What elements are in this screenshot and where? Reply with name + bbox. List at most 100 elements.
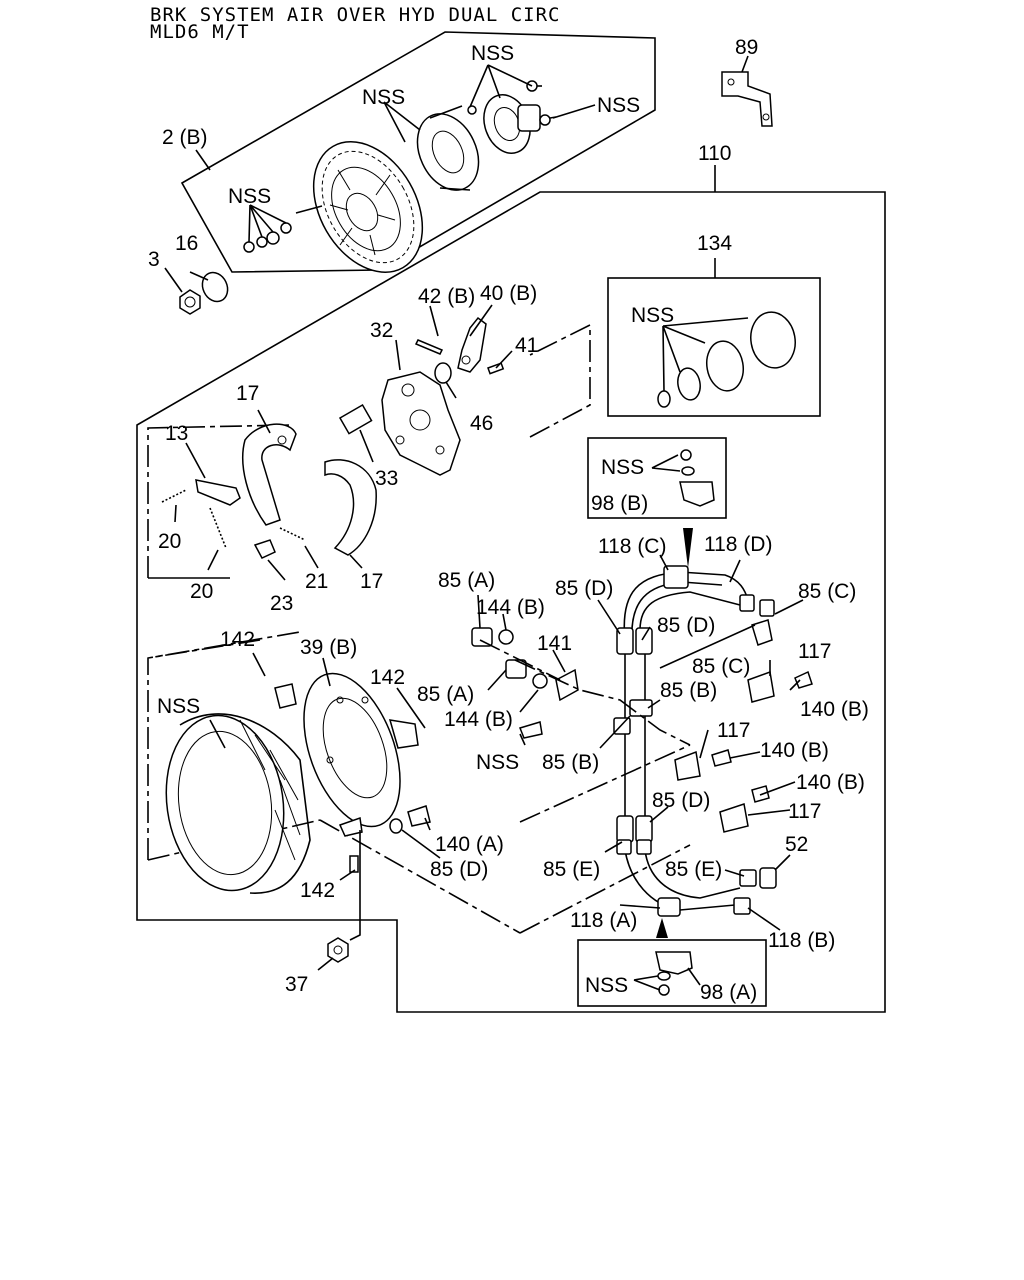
clip-box-98b — [587, 437, 727, 568]
brake-shoe-lower — [324, 459, 377, 556]
callout-52: 85 (D) — [430, 858, 488, 881]
spring-20-upper — [161, 489, 187, 503]
callout-140b-2: 140 (B) — [760, 739, 829, 762]
washer-52 — [389, 818, 403, 834]
bracket-89 — [721, 55, 773, 127]
stud-142 — [349, 855, 359, 873]
callout-16: 16 — [175, 232, 198, 255]
callout-3: 3 — [148, 248, 160, 271]
callout-117c: 117 — [788, 800, 821, 823]
arrow-down-98b — [683, 528, 693, 568]
callout-85e-1: 85 (E) — [665, 858, 722, 881]
washer-46 — [434, 362, 452, 384]
anchor-plate-32 — [381, 371, 461, 476]
callout-142c: 142 — [300, 879, 335, 902]
callout-118b: 118 (B) — [768, 929, 835, 952]
fitting-85e-1 — [739, 869, 757, 887]
o-ring-16 — [201, 271, 229, 303]
callout-85a-1: 85 (A) — [438, 569, 495, 592]
callout-142a: 142 — [220, 628, 255, 651]
link-13 — [195, 479, 241, 506]
callout-85d-4: 85 (E) — [543, 858, 600, 881]
callout-41: 41 — [515, 334, 538, 357]
callout-110: 110 — [698, 142, 731, 165]
callout-85c-1: 85 (C) — [798, 580, 856, 603]
callout-40b: 40 (B) — [480, 282, 537, 305]
callout-85b-1: 85 (B) — [660, 679, 717, 702]
callout-37: 37 — [285, 973, 308, 996]
callout-118d: 118 (D) — [704, 533, 772, 556]
shoe-group-dashed-frame — [147, 323, 591, 578]
hub-assembly-group — [164, 31, 656, 315]
callout-2b: 2 (B) — [162, 126, 208, 149]
callout-21: 21 — [305, 570, 328, 593]
pipe-fittings — [613, 594, 777, 915]
callout-85c-2: 85 (C) — [692, 655, 750, 678]
bolt-140a — [407, 805, 431, 827]
callout-144b-2: 144 (B) — [444, 708, 513, 731]
pipe-clip-lower — [657, 897, 681, 917]
callout-118c: 118 (C) — [598, 535, 666, 558]
callout-85a-2: 85 (A) — [417, 683, 474, 706]
callout-39b: 39 (B) — [300, 636, 357, 659]
clip-142 — [274, 683, 297, 709]
callout-89: 89 — [735, 36, 758, 59]
fitting-85e-2 — [759, 867, 777, 889]
callout-nss-clip2: NSS — [585, 974, 628, 997]
hub-group-frame — [180, 31, 656, 273]
callout-98b: 98 (B) — [591, 492, 648, 515]
lever-40b — [414, 316, 505, 384]
callout-140b-1: 140 (B) — [800, 698, 869, 721]
callout-142b: 142 — [370, 666, 405, 689]
callout-32: 32 — [370, 319, 393, 342]
brake-drum — [165, 713, 311, 894]
hub-bearing — [416, 105, 480, 191]
callout-23: 23 — [270, 592, 293, 615]
nut-37 — [327, 937, 349, 963]
callout-85b-2: 85 (B) — [542, 751, 599, 774]
callout-85d-2: 85 (D) — [657, 614, 715, 637]
callout-85d-3: 85 (D) — [652, 789, 710, 812]
callout-46: 46 — [470, 412, 493, 435]
callout-117a: 117 — [798, 640, 831, 663]
callout-nss-bolt: NSS — [476, 751, 519, 774]
routing-line-2 — [479, 639, 561, 681]
callout-nss-drum: NSS — [157, 695, 200, 718]
callout-141: 141 — [537, 632, 572, 655]
seal-plate — [483, 94, 541, 154]
callout-33: 33 — [375, 467, 398, 490]
brake-shoe-upper — [242, 423, 297, 526]
callout-98a: 98 (A) — [700, 981, 757, 1004]
callout-17b: 17 — [360, 570, 383, 593]
callout-labels: NSS NSS NSS 89 2 (B) 110 NSS 16 3 134 NS… — [148, 36, 869, 1004]
seal-kit-box-134 — [607, 258, 821, 417]
callout-140b-3: 140 (B) — [796, 771, 865, 794]
backing-plate-39b — [303, 672, 419, 837]
spring-42b — [414, 339, 444, 355]
pin-23 — [253, 539, 276, 559]
callout-85e-2: 52 — [785, 833, 808, 856]
callout-nss-clip: NSS — [601, 456, 644, 479]
pipe-clip-upper — [663, 565, 689, 589]
callout-nss-rings: NSS — [631, 304, 674, 327]
callout-140a: 140 (A) — [435, 833, 504, 856]
bracket-141 — [555, 668, 579, 702]
callout-42b: 42 (B) — [418, 285, 475, 308]
callout-20b: 20 — [190, 580, 213, 603]
bolt-nss — [518, 721, 543, 739]
callout-13: 13 — [165, 422, 188, 445]
tone-wheel-gear — [312, 141, 424, 273]
callout-20a: 20 — [158, 530, 181, 553]
callout-134: 134 — [697, 232, 732, 255]
spring-20-lower — [209, 507, 227, 549]
main-assembly-frame-110 — [136, 165, 886, 1013]
arrow-up-98a — [656, 918, 668, 938]
nut-3 — [179, 289, 201, 315]
callout-117b: 117 — [717, 719, 750, 742]
left-fittings — [471, 627, 579, 739]
callout-118a: 118 (A) — [570, 909, 637, 932]
callout-nss-gear: NSS — [228, 185, 271, 208]
spring-21 — [279, 527, 306, 541]
diagram-title-line-1: BRK SYSTEM AIR OVER HYD DUAL CIRC — [150, 4, 561, 26]
